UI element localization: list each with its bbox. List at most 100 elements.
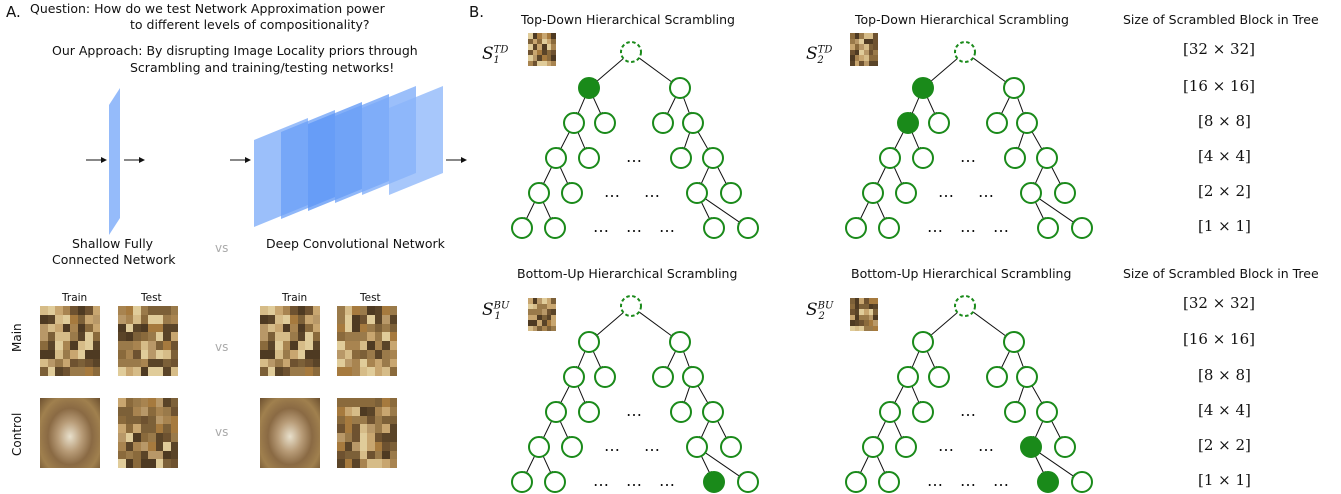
tree-node-scrambled xyxy=(1020,436,1042,458)
tree-node xyxy=(652,112,674,134)
tree-node xyxy=(669,331,691,353)
tree-edge xyxy=(1038,198,1074,223)
tree-edge xyxy=(1038,452,1074,477)
symbol-s1-td: STD1 xyxy=(482,44,509,67)
ellipsis: … xyxy=(626,217,642,236)
tree-edge xyxy=(717,166,727,184)
tree-edge xyxy=(911,385,920,403)
control-train-deep xyxy=(260,398,320,468)
tree-edge xyxy=(931,312,958,336)
tree-node-scrambled xyxy=(1037,471,1059,493)
tree-node xyxy=(702,147,724,169)
tree-node xyxy=(878,217,900,239)
ellipsis: … xyxy=(960,147,976,166)
approach-line-1: Our Approach: By disrupting Image Locali… xyxy=(52,43,418,58)
size-bottom-3: [4 × 4] xyxy=(1198,401,1251,419)
tree-node xyxy=(545,401,567,423)
tree-edge xyxy=(526,201,536,219)
deep-label: Deep Convolutional Network xyxy=(266,236,445,251)
tree-node xyxy=(682,366,704,388)
tree-node xyxy=(862,436,884,458)
tree-edge xyxy=(543,166,553,184)
ellipsis: … xyxy=(604,182,620,201)
vs-main: vs xyxy=(215,340,229,354)
tree-node xyxy=(912,401,934,423)
ellipsis: … xyxy=(626,401,642,420)
tree-node-scrambled xyxy=(897,112,919,134)
tree-root-node xyxy=(620,41,642,63)
main-test-deep xyxy=(337,306,397,376)
tree-edge xyxy=(1001,96,1011,114)
tree-edge xyxy=(926,96,935,114)
tree-node xyxy=(652,366,674,388)
ellipsis: … xyxy=(960,217,976,236)
tree-node xyxy=(578,401,600,423)
tree-edge xyxy=(1035,420,1044,438)
tree-node xyxy=(895,182,917,204)
tree-node-scrambled xyxy=(912,77,934,99)
shallow-layer xyxy=(109,88,120,235)
symbol-s2-td: STD2 xyxy=(806,44,833,67)
tree-edge xyxy=(697,385,708,403)
tree-node xyxy=(686,436,708,458)
tree-edge xyxy=(911,131,920,149)
tree-edge xyxy=(597,58,624,82)
tree-node xyxy=(1036,401,1058,423)
tree-edge xyxy=(577,350,586,368)
tree-edge xyxy=(701,166,710,184)
symbol-s1-bu: SBU1 xyxy=(482,300,510,323)
tree-edge xyxy=(860,201,870,219)
tree-edge xyxy=(700,455,710,473)
tree-edge xyxy=(704,198,740,223)
tree-edge xyxy=(1051,420,1061,438)
tree-edge xyxy=(683,97,690,113)
ellipsis: … xyxy=(593,471,609,490)
tree-node xyxy=(528,182,550,204)
tree-node xyxy=(928,366,950,388)
size-bottom-0: [32 × 32] xyxy=(1183,294,1255,312)
tree-node xyxy=(895,436,917,458)
ellipsis: … xyxy=(593,217,609,236)
tree-node xyxy=(1016,112,1038,134)
tree-edge xyxy=(667,350,677,368)
tree-node xyxy=(720,436,742,458)
test-label-shallow: Test xyxy=(141,292,162,304)
size-top-1: [16 × 16] xyxy=(1183,77,1255,95)
tree-edge xyxy=(1031,131,1042,149)
tree-edge xyxy=(560,131,570,149)
tree-edge xyxy=(684,132,691,148)
tree-node xyxy=(561,436,583,458)
tree-node xyxy=(1036,147,1058,169)
tree-edge xyxy=(1035,166,1044,184)
tree-node xyxy=(578,147,600,169)
tree-edge xyxy=(894,385,904,403)
ellipsis: … xyxy=(927,471,943,490)
size-bottom-4: [2 × 2] xyxy=(1198,436,1251,454)
tree-node xyxy=(578,331,600,353)
tree-node xyxy=(703,217,725,239)
ellipsis: … xyxy=(960,471,976,490)
tree-edge xyxy=(911,96,920,114)
thumb-s1-bu xyxy=(528,298,556,331)
tree-edge xyxy=(1001,350,1011,368)
shallow-label-2: Connected Network xyxy=(52,252,176,267)
size-header-bottom: Size of Scrambled Block in Tree xyxy=(1123,266,1319,281)
tree-root-node xyxy=(620,295,642,317)
ellipsis: … xyxy=(644,436,660,455)
tree-node xyxy=(528,436,550,458)
tree-edge xyxy=(860,455,870,473)
tree-edge xyxy=(1031,385,1042,403)
tree-edge xyxy=(700,201,710,219)
network-illustration xyxy=(86,86,467,235)
tree-edge xyxy=(931,58,958,82)
tree-edge xyxy=(717,420,727,438)
tree-edge xyxy=(638,311,672,336)
tree-node xyxy=(1004,147,1026,169)
tree-node xyxy=(545,147,567,169)
tree-node xyxy=(1054,182,1076,204)
tree-edge xyxy=(1018,132,1025,148)
test-label-deep: Test xyxy=(360,292,381,304)
train-label-deep: Train xyxy=(282,292,308,304)
bu-title-1: Bottom-Up Hierarchical Scrambling xyxy=(517,266,738,281)
tree-edge xyxy=(893,420,902,438)
